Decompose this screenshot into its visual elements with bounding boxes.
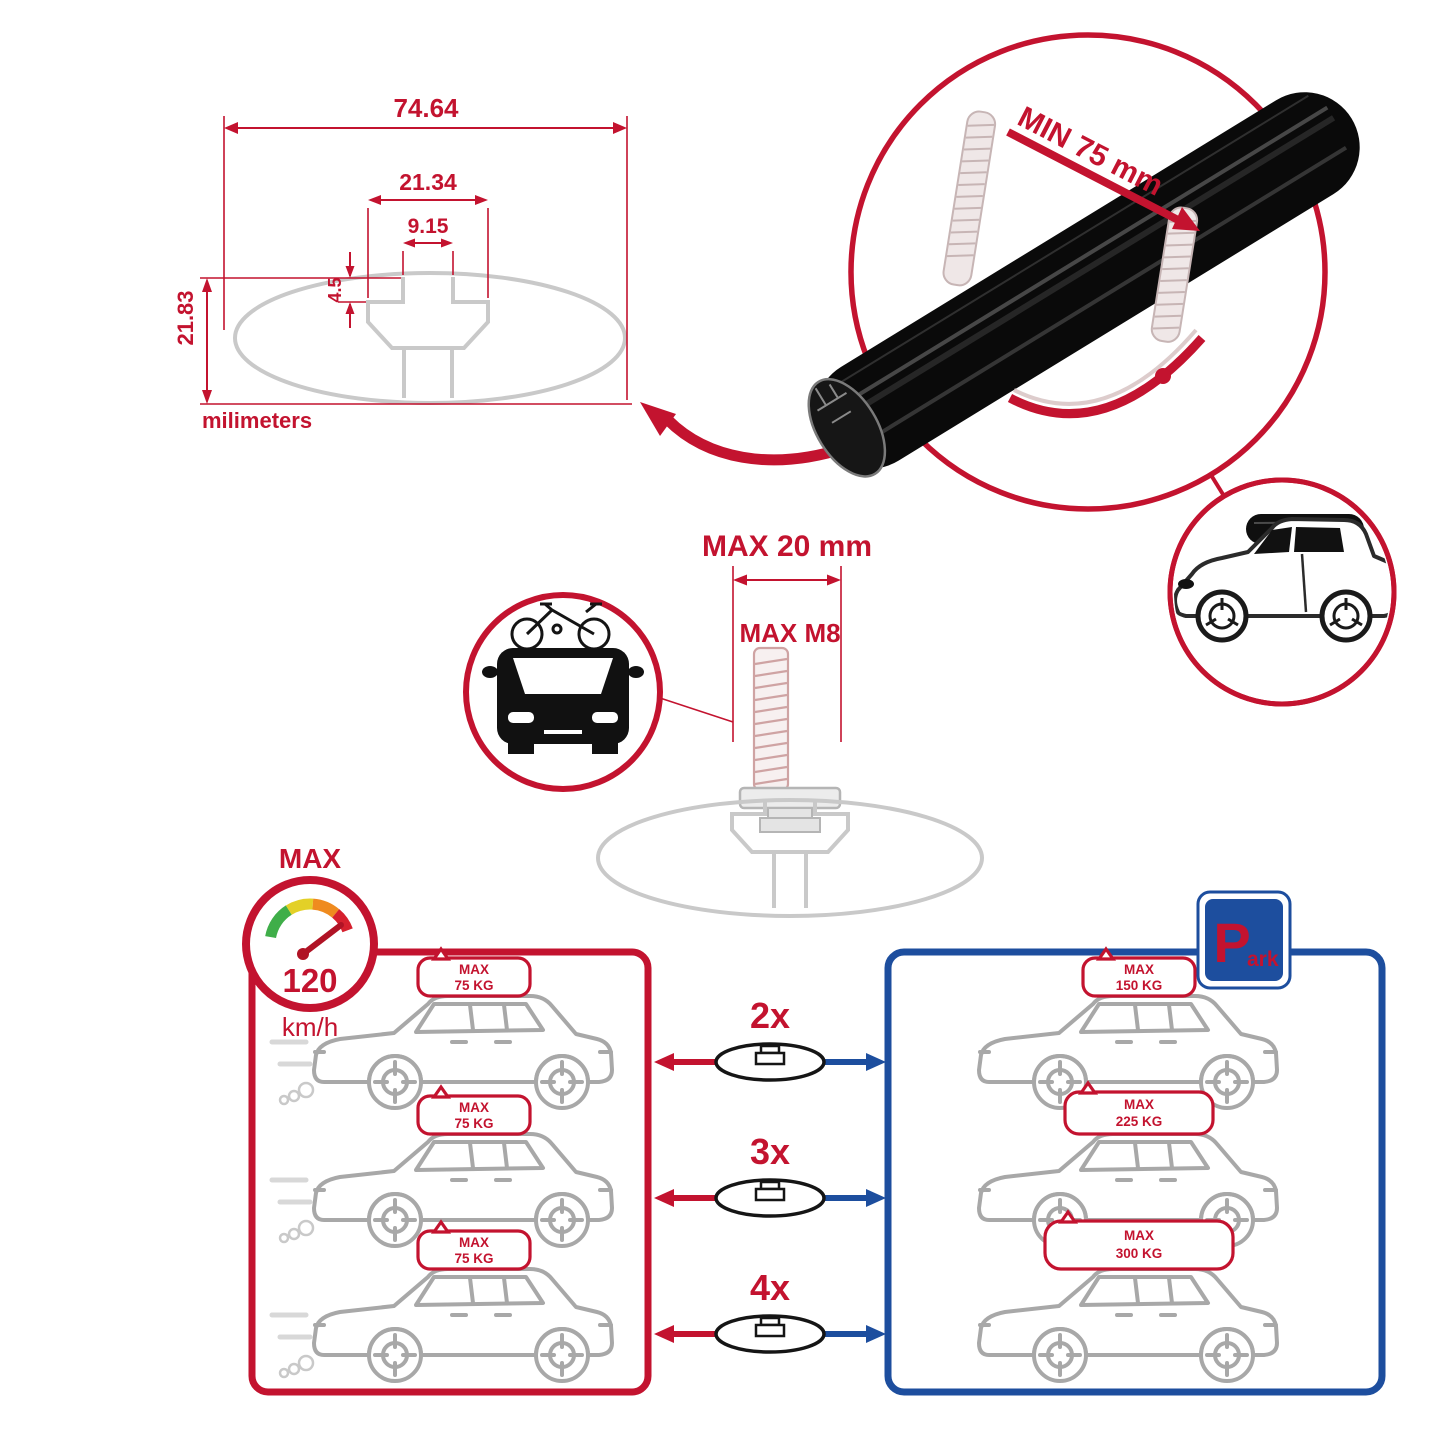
load-badge [1063,1090,1215,1136]
load-max-label: MAX [459,1100,489,1115]
circle-connector [1209,473,1226,498]
car-row-1: MAX 150 KG [977,946,1279,1110]
bolt-max-length-label: MAX 20 mm [702,530,872,563]
crossbar-profile-outline [233,271,627,405]
bolt-thread-label: MAX M8 [739,618,840,648]
speed-unit: km/h [282,1012,338,1042]
multiplier-label: 2x [750,995,790,1036]
bar-to-profile-arrow [640,402,847,466]
dim-slot-outer-label: 21.34 [399,169,457,195]
bolt-profile-ghost [596,798,984,918]
ubolt-anchor-dot [1155,368,1171,384]
crossbar-tslot-channel [366,277,490,350]
suv-roofbox-icon [1167,477,1397,707]
unit-label: milimeters [202,408,312,433]
car-row-2: MAX 225 KG [977,1080,1279,1248]
driving-panel: MAX 75 KG MAX 75 KG MA [248,946,652,1396]
crossbar-render [807,92,1360,478]
load-max-label: MAX [1124,962,1154,977]
crossbar-ellipse-icon [714,1042,826,1082]
multiplier-label: 4x [750,1267,790,1308]
load-value: 75 KG [454,1116,493,1131]
load-badge [416,956,532,998]
dim-total-width-label: 74.64 [393,93,459,123]
left-arrow-icon [654,1189,674,1207]
load-badge [416,1094,532,1136]
park-sign: P ark [1196,890,1292,990]
load-value: 75 KG [454,978,493,993]
load-max-label: MAX [1124,1228,1154,1243]
crossbar-ellipse-icon [714,1314,826,1354]
park-letter: P [1213,911,1250,974]
car-front-icon [482,648,644,754]
profile-dimension-diagram: 74.64 21.34 9.15 4.5 21.83 milimeters [173,93,632,433]
car-row-2: MAX 75 KG [269,1084,614,1248]
speed-limit-gauge: MAX 120 km/h [242,843,378,1042]
right-arrow-icon [866,1325,886,1343]
crossbar-ellipse-icon [714,1178,826,1218]
multiplier-2x: 2x [654,995,886,1082]
load-max-label: MAX [459,962,489,977]
load-value: 75 KG [454,1251,493,1266]
load-max-label: MAX [1124,1097,1154,1112]
load-badge [1081,956,1197,998]
multiplier-label: 3x [750,1131,790,1172]
load-badge [416,1229,532,1271]
load-max-label: MAX [459,1235,489,1250]
crossbar-detail: MIN 75 mm [807,32,1360,512]
left-arrow-icon [654,1053,674,1071]
multiplier-3x: 3x [654,1131,886,1218]
gauge-needle [300,922,344,957]
car-row-3: MAX 75 KG [269,1219,614,1383]
multiplier-4x: 4x [654,1267,886,1354]
bike-car-icon [463,592,734,792]
right-arrow-icon [866,1189,886,1207]
dim-slot-inner-label: 9.15 [408,215,449,238]
dim-total-height-label: 21.83 [173,290,198,345]
speed-max-label: MAX [279,843,342,874]
ubolt-strap [1007,335,1206,419]
right-arrow-icon [866,1053,886,1071]
load-badge [1043,1219,1235,1271]
speed-value: 120 [282,962,337,999]
dim-lip-height-label: 4.5 [325,277,345,302]
car-row-3: MAX 300 KG [977,1209,1279,1383]
ubolt-rear-post [942,110,997,287]
park-suffix: ark [1247,948,1279,971]
load-value: 150 KG [1116,978,1163,993]
car-row-1: MAX 75 KG [269,946,614,1110]
left-arrow-icon [654,1325,674,1343]
load-value: 300 KG [1116,1246,1163,1261]
bolt-illustration [738,646,842,833]
bolt-dimension-diagram: MAX 20 mm MAX M8 [596,530,984,918]
load-value: 225 KG [1116,1114,1163,1129]
parking-panel: MAX 150 KG MAX 225 KG MAX 300 KG P ark [884,890,1386,1396]
